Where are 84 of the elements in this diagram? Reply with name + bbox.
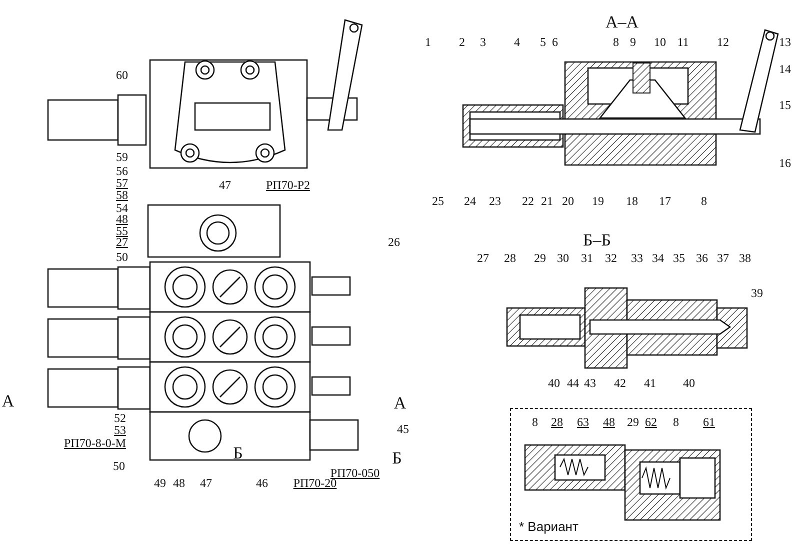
callout-number: 45	[397, 423, 409, 435]
callout-number: 34	[652, 252, 664, 264]
callout-number: 16	[779, 157, 791, 169]
callout-number: 30	[557, 252, 569, 264]
section-mark: А	[2, 392, 14, 410]
callout-number: 42	[614, 377, 626, 389]
callout-number: 28	[504, 252, 516, 264]
callout-number: РП70-8-0-М	[64, 437, 126, 449]
callout-number: 44	[567, 377, 579, 389]
callout-number: 63	[577, 416, 589, 428]
callout-number: 38	[739, 252, 751, 264]
callout-number: РП70-050	[330, 467, 380, 479]
section-mark: Б–Б	[582, 232, 612, 248]
callout-number: 50	[116, 251, 128, 263]
callout-number: 27	[477, 252, 489, 264]
callout-number: 15	[779, 99, 791, 111]
section-mark: А	[394, 394, 406, 412]
callout-number: 48	[603, 416, 615, 428]
callout-number: 53	[114, 424, 126, 436]
callout-number: 52	[114, 412, 126, 424]
callout-number: 57	[116, 177, 128, 189]
callout-number: 4	[514, 36, 520, 48]
callout-number: 6	[552, 36, 558, 48]
callout-number: 41	[644, 377, 656, 389]
callout-number: 46	[256, 477, 268, 489]
callout-number: 36	[696, 252, 708, 264]
callout-number: 26	[388, 236, 400, 248]
callout-number: 17	[659, 195, 671, 207]
callout-number: 10	[654, 36, 666, 48]
section-mark: А–А	[605, 14, 639, 30]
callout-number: 13	[779, 36, 791, 48]
callout-number: 43	[584, 377, 596, 389]
callout-number: 5	[540, 36, 546, 48]
callout-number: 47	[200, 477, 212, 489]
callout-number: 18	[626, 195, 638, 207]
callout-number: 50	[113, 460, 125, 472]
callout-number: 9	[630, 36, 636, 48]
callout-number: 8	[701, 195, 707, 207]
callout-number: 8	[673, 416, 679, 428]
callout-number: 47	[219, 179, 231, 191]
callout-number: 56	[116, 165, 128, 177]
dashed-frame	[510, 408, 752, 541]
callout-number: 58	[116, 189, 128, 201]
callout-number: РП70-20	[293, 477, 337, 489]
callout-number: 22	[522, 195, 534, 207]
callout-number: 21	[541, 195, 553, 207]
section-mark: Б	[392, 450, 402, 466]
callout-number: 3	[480, 36, 486, 48]
callout-number: 48	[173, 477, 185, 489]
callout-number: 24	[464, 195, 476, 207]
callout-number: 37	[717, 252, 729, 264]
callout-number: РП70-Р2	[266, 179, 310, 191]
callout-number: 11	[677, 36, 689, 48]
callout-number: 35	[673, 252, 685, 264]
callout-number: 59	[116, 151, 128, 163]
callout-number: 1	[425, 36, 431, 48]
callout-number: 31	[581, 252, 593, 264]
callout-number: 61	[703, 416, 715, 428]
callout-number: 40	[548, 377, 560, 389]
variant-note: * Вариант	[519, 518, 578, 536]
callout-number: 19	[592, 195, 604, 207]
section-mark: Б	[233, 444, 243, 462]
callout-number: 8	[613, 36, 619, 48]
callout-number: 60	[116, 69, 128, 81]
callout-number: 2	[459, 36, 465, 48]
callout-number: 20	[562, 195, 574, 207]
callout-number: 14	[779, 63, 791, 75]
callout-number: 32	[605, 252, 617, 264]
callout-number: 28	[551, 416, 563, 428]
callout-number: 12	[717, 36, 729, 48]
callout-number: 49	[154, 477, 166, 489]
callout-number: 54	[116, 202, 128, 214]
callout-number: 48	[116, 213, 128, 225]
callout-number: 55	[116, 225, 128, 237]
callout-number: 33	[631, 252, 643, 264]
callout-number: 29	[534, 252, 546, 264]
callout-number: 23	[489, 195, 501, 207]
callout-number: 40	[683, 377, 695, 389]
callout-number: 8	[532, 416, 538, 428]
callout-number: 27	[116, 236, 128, 248]
callout-number: 62	[645, 416, 657, 428]
callout-number: 39	[751, 287, 763, 299]
callout-number: 29	[627, 416, 639, 428]
callout-number: 25	[432, 195, 444, 207]
